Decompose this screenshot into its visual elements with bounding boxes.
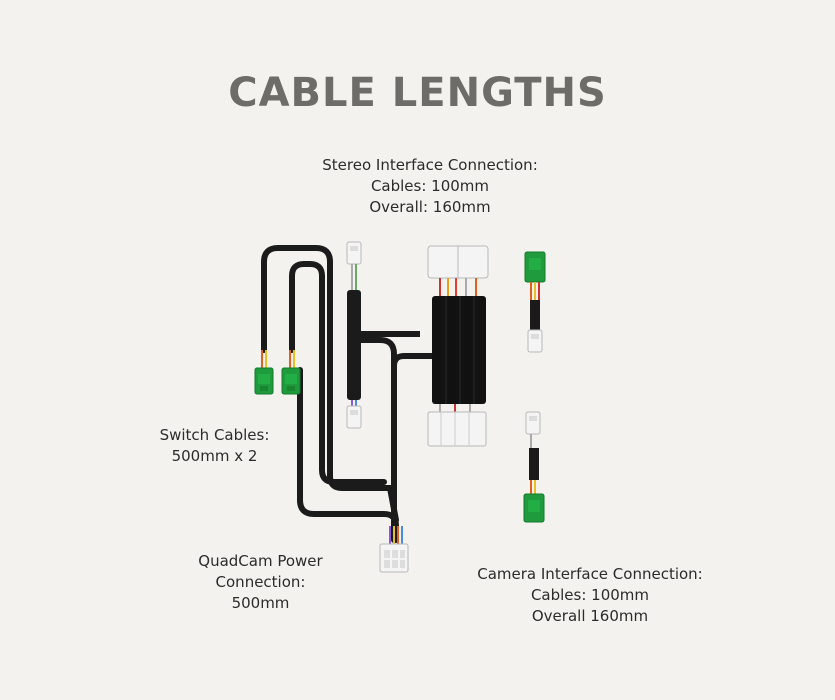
main-trunk-cable: [391, 353, 432, 380]
stereo-interface-label: Stereo Interface Connection: Cables: 100…: [280, 155, 580, 218]
camera-label-line1: Camera Interface Connection:: [477, 565, 703, 583]
quadcam-power-label: QuadCam Power Connection: 500mm: [178, 551, 343, 614]
stereo-single-cable: [346, 241, 420, 429]
main-harness-block: [427, 245, 489, 447]
switch-label-line1: Switch Cables:: [159, 426, 270, 444]
switch-cable-left: [261, 245, 399, 523]
stereo-label-line3: Overall: 160mm: [369, 198, 491, 216]
switch-cables-label: Switch Cables: 500mm x 2: [132, 425, 297, 467]
camera-label-line2: Cables: 100mm: [530, 586, 650, 604]
page-title: CABLE LENGTHS: [228, 70, 607, 116]
power-cable-loop: [297, 337, 399, 543]
switch-label-line2: 500mm x 2: [171, 447, 258, 465]
quadcam-power-connector: [379, 526, 409, 573]
quadcam-label-line1: QuadCam Power: [198, 552, 323, 570]
stereo-label-line2: Cables: 100mm: [370, 177, 490, 195]
quadcam-label-line3: 500mm: [231, 594, 290, 612]
camera-interface-cable: [523, 411, 545, 523]
stereo-interface-cable: [524, 251, 546, 353]
camera-interface-label: Camera Interface Connection: Cables: 100…: [465, 564, 715, 627]
switch-cable-right: [289, 261, 387, 485]
camera-label-line3: Overall 160mm: [531, 607, 649, 625]
switch-connector-left: [254, 350, 274, 395]
stereo-label-line1: Stereo Interface Connection:: [322, 156, 538, 174]
quadcam-label-line2: Connection:: [215, 573, 306, 591]
switch-connector-right: [281, 350, 301, 395]
